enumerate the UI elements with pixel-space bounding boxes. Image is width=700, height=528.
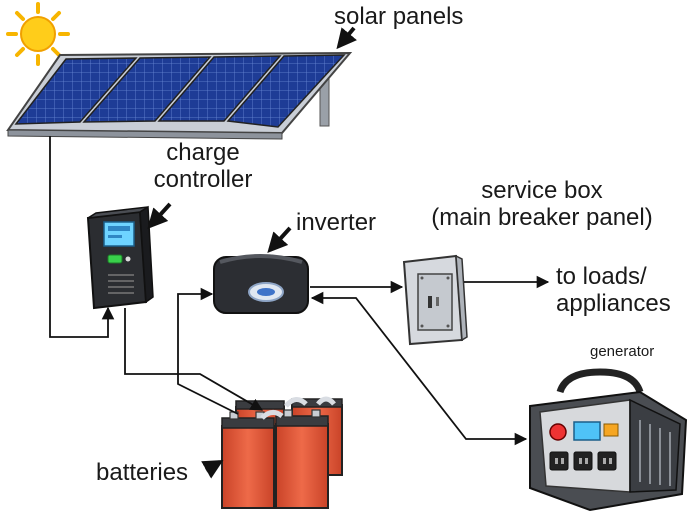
label-charge-controller-line1: charge — [166, 139, 240, 166]
label-service-box-line1: service box — [481, 177, 603, 204]
wiring — [49, 136, 550, 446]
wire-generator-to-inverter — [310, 291, 528, 446]
sun-icon — [6, 2, 70, 66]
label-loads-line2: appliances — [556, 289, 671, 317]
wire-panels-to-controller — [49, 136, 115, 338]
charge-controller-icon — [86, 205, 154, 310]
callout-batteries — [201, 460, 224, 479]
label-inverter: inverter — [296, 209, 377, 236]
service-box-icon — [402, 254, 468, 346]
wire-controller-to-batteries — [124, 308, 264, 411]
label-service-box-line2: (main breaker panel) — [431, 203, 653, 231]
label-service-box: service box (main breaker panel) — [412, 177, 672, 232]
generator-icon — [529, 368, 688, 512]
solar-panel-array-icon — [6, 51, 353, 140]
inverter-icon — [213, 254, 309, 314]
wire-batteries-to-inverter — [177, 287, 239, 415]
label-charge-controller-line2: controller — [153, 165, 253, 193]
label-solar-panels: solar panels — [334, 3, 464, 30]
label-generator: generator — [590, 343, 655, 360]
battery-bank-icon — [221, 396, 343, 509]
callout-solar-panels — [336, 26, 357, 50]
callout-charge-controller — [147, 202, 172, 229]
label-loads-line1: to loads/ — [556, 263, 647, 290]
callout-inverter — [267, 226, 292, 253]
label-batteries: batteries — [96, 459, 189, 486]
label-loads: to loads/ appliances — [556, 263, 671, 318]
callout-arrows — [147, 26, 357, 479]
label-charge-controller: charge controller — [128, 139, 278, 194]
